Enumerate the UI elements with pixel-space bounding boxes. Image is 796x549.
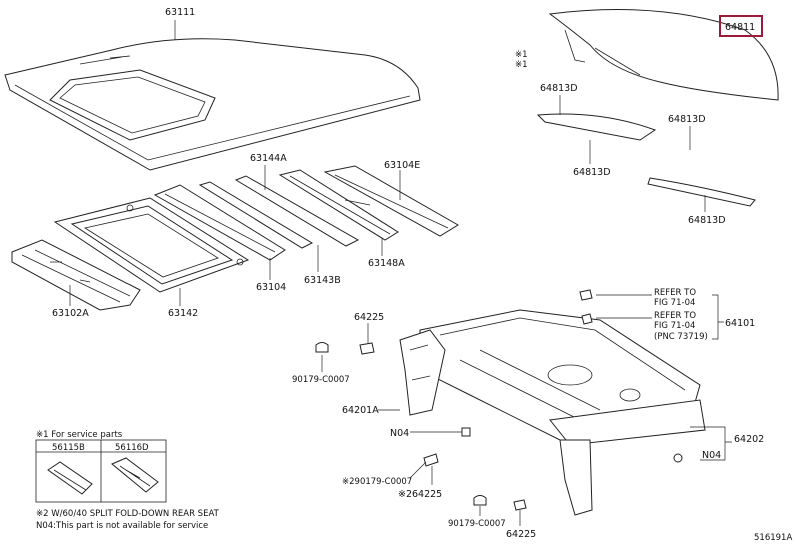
label-roof-panel: 63111 xyxy=(165,7,195,18)
label-roof-rail-lh: 63144A xyxy=(250,153,287,164)
label-clip-bottom: 64225 xyxy=(506,529,536,540)
label-sealant-3: 64813D xyxy=(573,167,611,178)
note-marker-1: ※1 xyxy=(515,50,528,60)
sunroof-frame-drawing xyxy=(53,197,250,293)
legend-part-a: 56115B xyxy=(52,443,85,453)
legend-note2: ※2 W/60/40 SPLIT FOLD-DOWN REAR SEAT xyxy=(36,509,220,519)
label-roof-rail-rh: 63104E xyxy=(384,160,420,171)
label-bracket-rh: 64202 xyxy=(734,434,764,445)
refer-2-line2: FIG 71-04 xyxy=(654,321,695,331)
label-n04-right: N04 xyxy=(702,450,721,461)
label-roof-bow: 63104 xyxy=(256,282,286,293)
label-back-window-glass: 64811 xyxy=(725,22,755,33)
legend: ※1 For service parts 56115B 56116D ※2 W/… xyxy=(35,430,220,531)
label-clip-nut-2: ※290179-C0007 xyxy=(342,477,412,487)
label-clip-top: 64225 xyxy=(354,312,384,323)
front-header-drawing xyxy=(11,239,141,311)
back-glass-drawing xyxy=(536,9,779,207)
refer-2-line3: (PNC 73719) xyxy=(654,332,708,342)
legend-note3: N04:This part is not available for servi… xyxy=(36,521,208,531)
roof-panel-drawing xyxy=(4,38,421,171)
refer-1-line1: REFER TO xyxy=(654,288,696,298)
label-n04-left: N04 xyxy=(390,428,409,439)
label-bracket-lh: 64201A xyxy=(342,405,379,416)
label-package-tray: 64101 xyxy=(725,318,755,329)
roof-bow-drawings xyxy=(153,165,459,261)
clip-parts xyxy=(315,289,683,511)
package-tray-drawing xyxy=(399,309,706,516)
figure-id: 516191A xyxy=(754,533,792,543)
label-roof-bow-b: 63143B xyxy=(304,275,341,286)
legend-note1: ※1 For service parts xyxy=(36,430,123,440)
legend-part-b: 56116D xyxy=(115,443,149,453)
label-sealant-2: 64813D xyxy=(668,114,706,125)
label-front-header: 63102A xyxy=(52,308,89,319)
refer-1-line2: FIG 71-04 xyxy=(654,298,695,308)
label-sunroof-frame: 63142 xyxy=(168,308,198,319)
note-marker-2: ※1 xyxy=(515,60,528,70)
label-clip-mid: ※264225 xyxy=(398,489,442,500)
label-clip-nut-1: 90179-C0007 xyxy=(292,375,350,385)
label-sealant-1: 64813D xyxy=(540,83,578,94)
refer-2-line1: REFER TO xyxy=(654,311,696,321)
label-roof-bow-c: 63148A xyxy=(368,258,405,269)
label-sealant-4: 64813D xyxy=(688,215,726,226)
label-clip-nut-3: 90179-C0007 xyxy=(448,519,506,529)
